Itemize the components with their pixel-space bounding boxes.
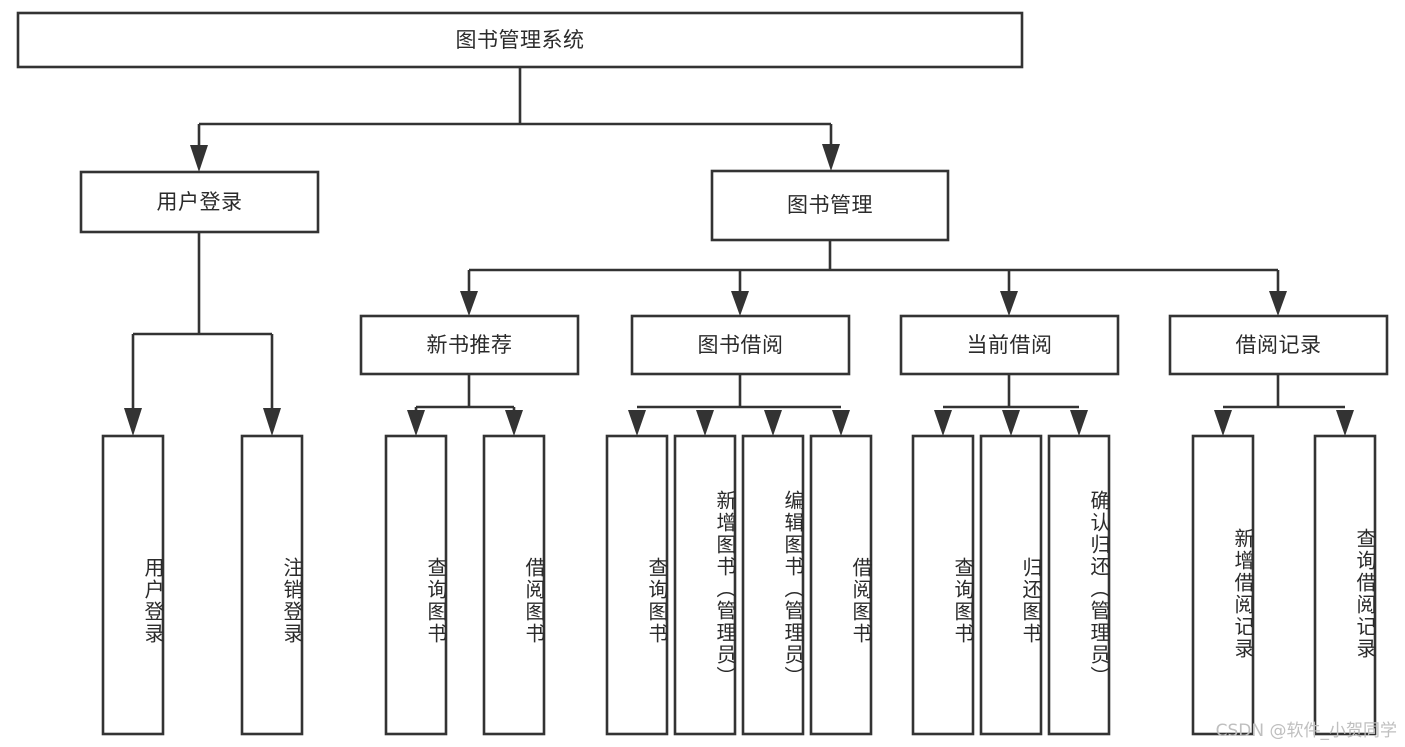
node-box-book-borrow[interactable] (630, 314, 851, 376)
leaf-box-borrow-book[interactable] (809, 434, 873, 736)
leaf-box-confirm-return-admin[interactable] (1047, 434, 1111, 736)
watermark-text: CSDN @软件_小贺同学 (1215, 721, 1397, 741)
arrow-head-leaf-edit-book-admin (764, 410, 782, 436)
arrow-head-leaf-query-borrow-record (1336, 410, 1354, 436)
leaf-box-query-borrow-record[interactable] (1313, 434, 1377, 736)
node-box-new-book-recommend[interactable] (359, 314, 580, 376)
arrow-head-new-book-recommend (460, 291, 478, 316)
leaf-box-edit-book-admin[interactable] (741, 434, 805, 736)
leaf-box-user-login[interactable] (101, 434, 165, 736)
arrow-head-book-borrow (731, 291, 749, 316)
leaf-box-add-book-admin[interactable] (673, 434, 737, 736)
arrow-head-leaf-confirm-return-admin (1070, 410, 1088, 436)
leaf-box-add-borrow-record[interactable] (1191, 434, 1255, 736)
arrow-head-leaf-query-book-borrow (628, 410, 646, 436)
arrow-head-leaf-borrow-book (832, 410, 850, 436)
arrow-head-leaf-add-borrow-record (1214, 410, 1232, 436)
leaf-box-logout-login[interactable] (240, 434, 304, 736)
arrow-head-user-login (190, 145, 208, 172)
arrow-head-leaf-user-login (124, 408, 142, 436)
node-box-root[interactable] (16, 11, 1024, 69)
arrow-head-leaf-add-book-admin (696, 410, 714, 436)
arrow-head-leaf-query-book-current (934, 410, 952, 436)
arrow-head-borrow-record (1269, 291, 1287, 316)
leaf-box-return-book[interactable] (979, 434, 1043, 736)
arrow-head-leaf-return-book (1002, 410, 1020, 436)
arrow-head-current-borrow (1000, 291, 1018, 316)
node-box-borrow-record[interactable] (1168, 314, 1389, 376)
leaf-box-borrow-book-rec[interactable] (482, 434, 546, 736)
arrow-head-book-management (822, 144, 840, 171)
arrow-head-leaf-logout-login (263, 408, 281, 436)
node-box-book-management[interactable] (710, 169, 950, 242)
arrow-head-leaf-borrow-book-rec (505, 410, 523, 436)
leaf-box-query-book-borrow[interactable] (605, 434, 669, 736)
arrow-head-leaf-query-book-rec (407, 410, 425, 436)
node-box-current-borrow[interactable] (899, 314, 1120, 376)
node-box-user-login[interactable] (79, 170, 320, 234)
leaf-box-query-book-current[interactable] (911, 434, 975, 736)
leaf-box-query-book-rec[interactable] (384, 434, 448, 736)
